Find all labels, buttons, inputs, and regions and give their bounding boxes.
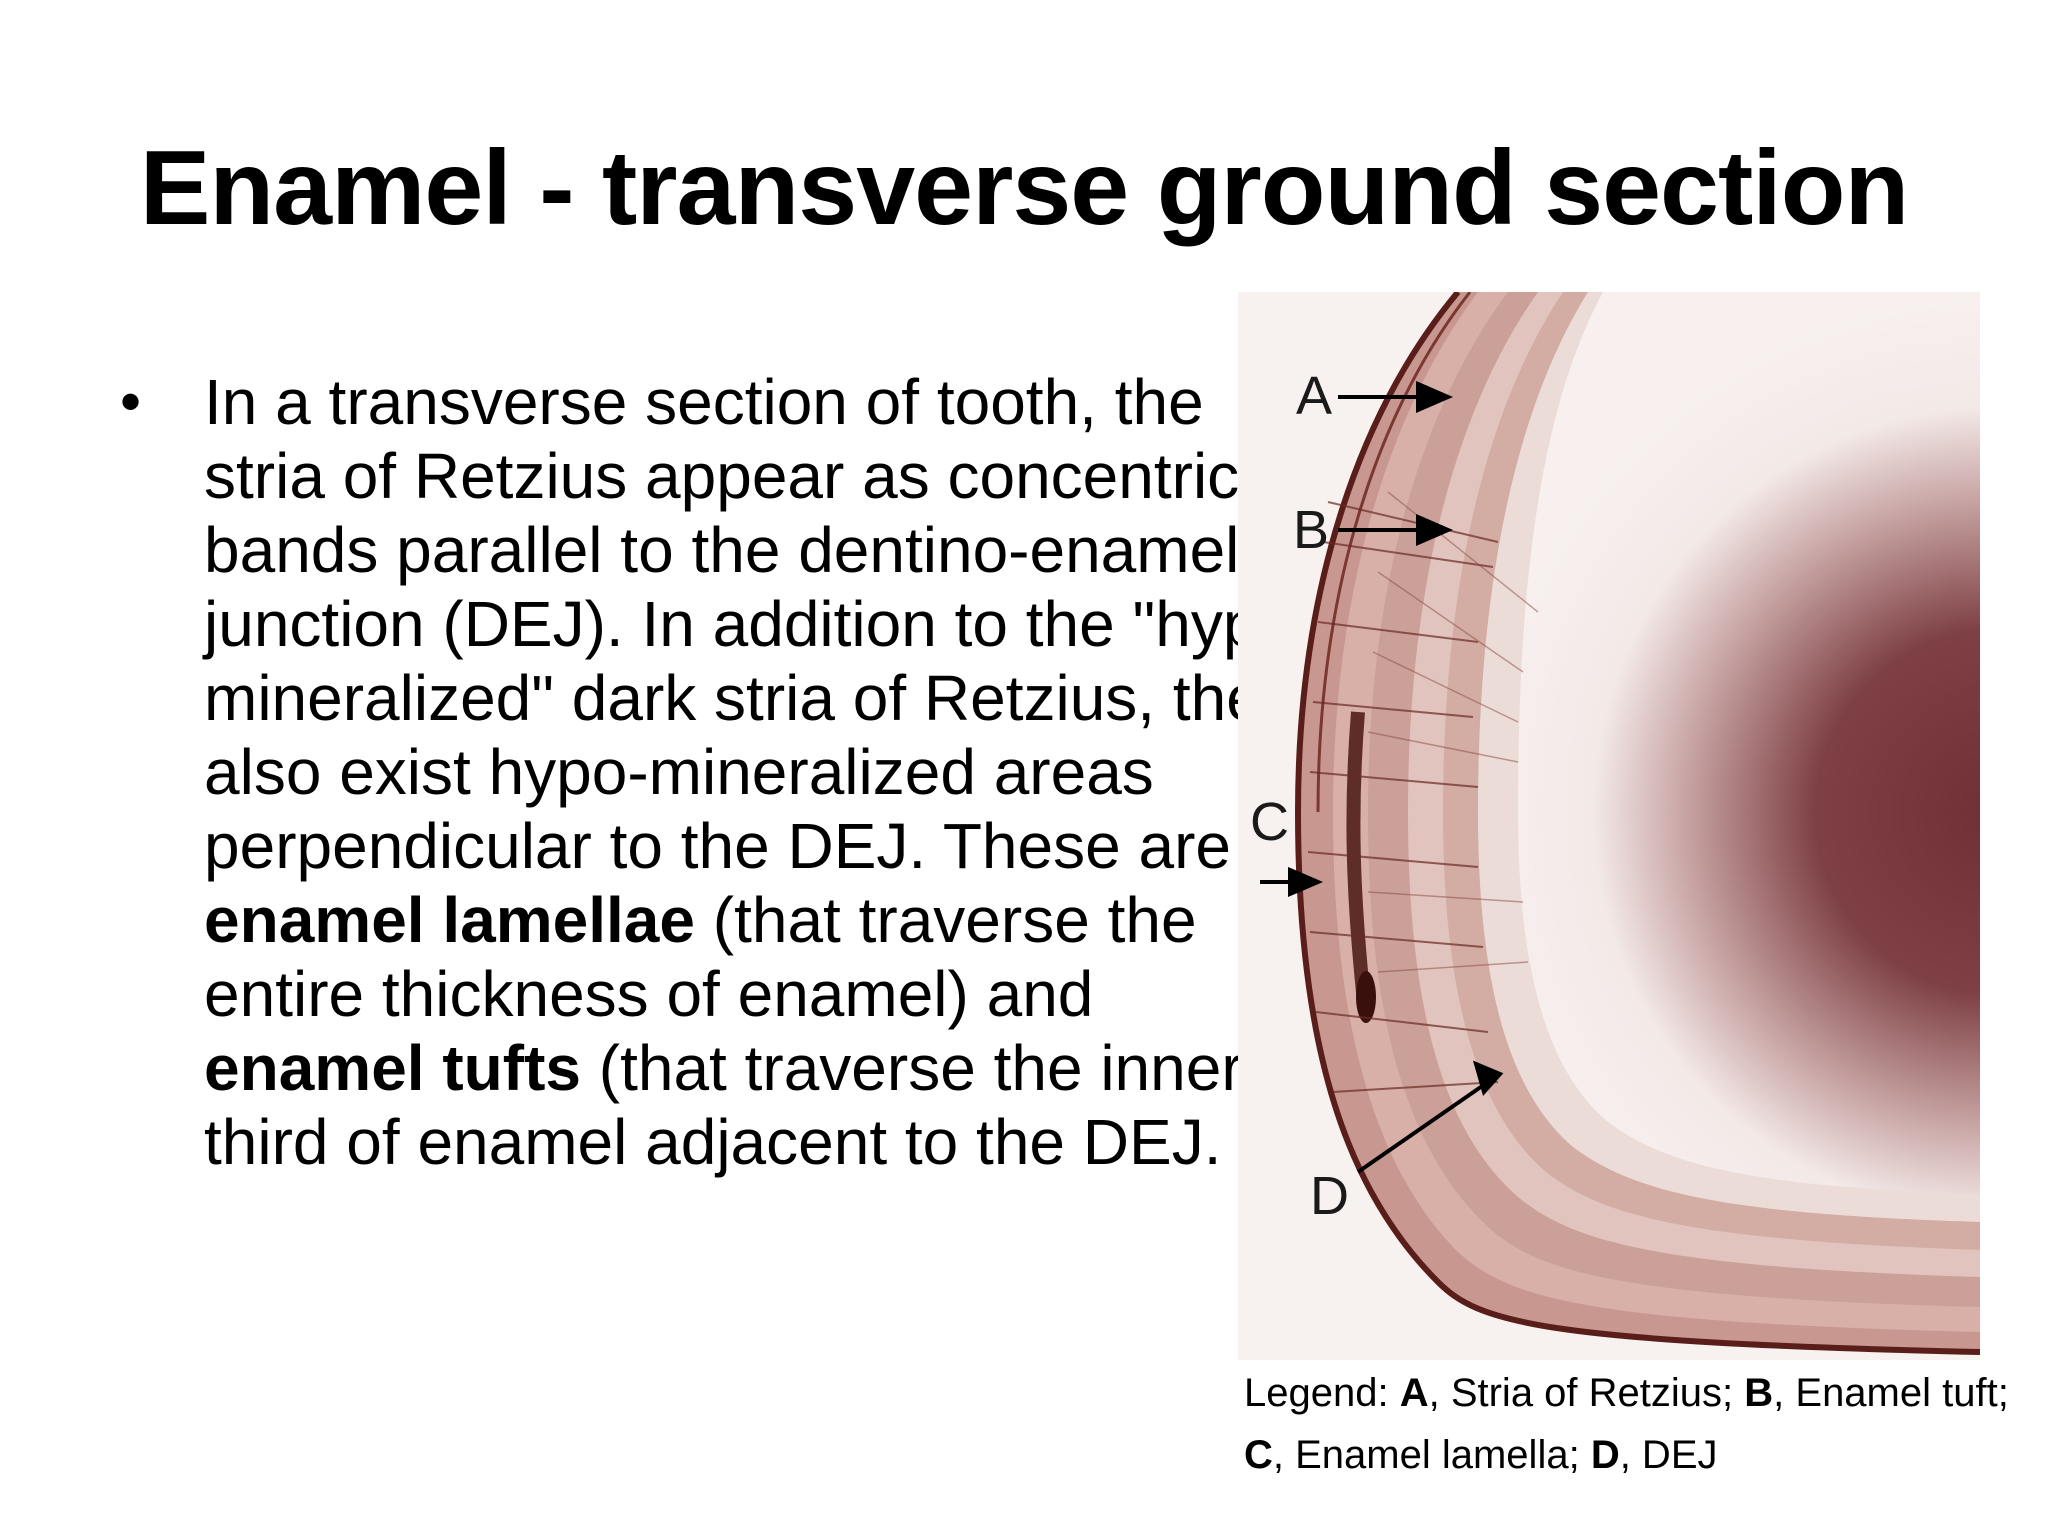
slide-title: Enamel - transverse ground section xyxy=(139,129,1910,247)
legend-text-a: , Stria of Retzius; xyxy=(1428,1371,1745,1415)
bullet-text-part2: (that traverse the entire thickness of e… xyxy=(204,884,1197,1030)
legend-key-d: D xyxy=(1590,1433,1620,1477)
bullet-item: In a transverse section of tooth, the st… xyxy=(204,365,1324,1179)
legend-key-b: B xyxy=(1744,1371,1774,1415)
legend-key-c: C xyxy=(1244,1433,1273,1477)
legend-key-a: A xyxy=(1399,1371,1429,1415)
legend-text-b: , Enamel tuft; xyxy=(1773,1371,2009,1415)
term-enamel-tufts: enamel tufts xyxy=(204,1032,581,1104)
legend-prefix: Legend: xyxy=(1244,1371,1400,1415)
label-b: B xyxy=(1293,500,1329,560)
term-enamel-lamellae: enamel lamellae xyxy=(204,884,695,956)
enamel-section-image: A B C D xyxy=(1238,292,1980,1360)
micrograph-figure: A B C D xyxy=(1238,292,1980,1360)
label-d: D xyxy=(1310,1166,1349,1226)
legend-text-c: , Enamel lamella; xyxy=(1272,1433,1591,1477)
bullet-text-part1: In a transverse section of tooth, the st… xyxy=(204,366,1319,882)
label-a: A xyxy=(1296,366,1332,426)
label-c: C xyxy=(1250,792,1289,852)
legend-text-d: , DEJ xyxy=(1619,1433,1718,1477)
figure-legend: Legend: A, Stria of Retzius; B, Enamel t… xyxy=(1244,1362,2044,1486)
bullet-marker: • xyxy=(120,368,142,435)
bullet-text-part3: (that traverse the inner third of enamel… xyxy=(204,1032,1243,1178)
